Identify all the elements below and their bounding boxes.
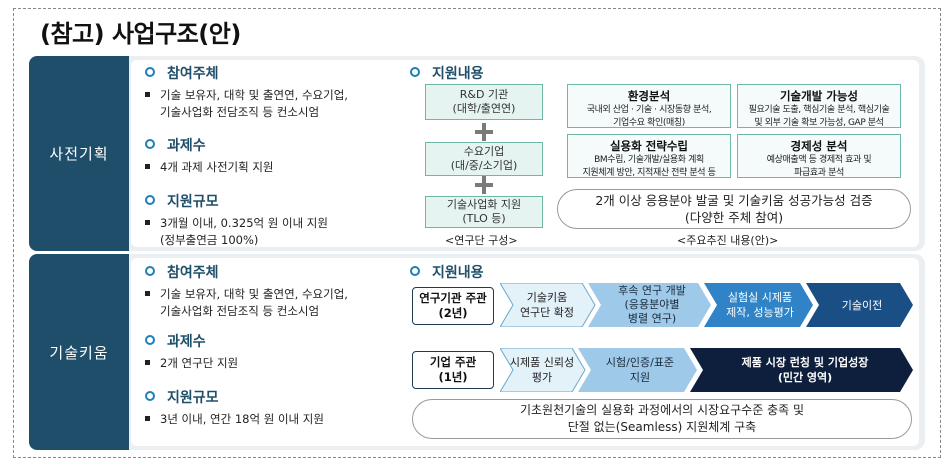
section-tab-prep: 사전기획	[29, 56, 129, 251]
square-bullet-icon	[145, 360, 150, 365]
flow1-step1-shape	[500, 283, 596, 327]
card-tech-feasibility: 기술개발 가능성 필요기술 도출, 핵심기술 분석, 핵심기술 및 외부 기술 …	[737, 84, 901, 128]
plus-icon	[475, 176, 493, 194]
team-box-tlo: 기술사업화 지원(TLO 등)	[425, 196, 543, 228]
card-environment: 환경분석 국내외 산업 · 기술 · 시장동향 분석, 기업수요 확인(매칭)	[567, 84, 731, 128]
team-caption: <연구단 구성>	[445, 234, 518, 247]
team-box-company: 수요기업(대/중/소기업)	[425, 142, 543, 176]
content-caption: <주요추진 내용(안)>	[677, 234, 779, 247]
page-title: (참고) 사업구조(안)	[40, 20, 241, 48]
card-strategy: 실용화 전략수립 BM수립, 기술개발/실용화 계획 지원체계 방안, 지적재산…	[567, 134, 731, 178]
circle-bullet-icon	[145, 391, 155, 401]
grow-tasks: 과제수 2개 연구단 지원	[145, 331, 238, 372]
prep-participants: 참여주체 기술 보유자, 대학 및 출연연, 수요기업, 기술사업화 전담조직 …	[145, 63, 348, 121]
circle-bullet-icon	[145, 266, 155, 276]
square-bullet-icon	[145, 291, 150, 296]
team-box-rnd: R&D 기관(대학/출연연)	[425, 84, 543, 120]
square-bullet-icon	[145, 220, 150, 225]
grow-participants: 참여주체 기술 보유자, 대학 및 출연연, 수요기업, 기술사업화 전담조직 …	[145, 262, 348, 320]
circle-bullet-icon	[145, 139, 155, 149]
prep-support-heading: 지원내용	[410, 63, 484, 83]
prep-goal-pill: 2개 이상 응용분야 발굴 및 기술키움 성공가능성 검증(다양한 주체 참여)	[557, 189, 911, 229]
flow2-arrows	[500, 348, 913, 392]
flow1-step3-shape	[704, 283, 813, 327]
square-bullet-icon	[145, 416, 150, 421]
square-bullet-icon	[145, 92, 150, 97]
flow1-arrows	[500, 283, 913, 327]
square-bullet-icon	[145, 164, 150, 169]
plus-icon	[475, 123, 493, 141]
card-economics: 경제성 분석 예상매출액 등 경제적 효과 및 파급효과 분석	[737, 134, 901, 178]
prep-tasks: 과제수 4개 과제 사전기획 지원	[145, 135, 274, 176]
circle-bullet-icon	[145, 195, 155, 205]
flow1-step2-shape	[588, 283, 711, 327]
flow2-step3-shape	[690, 348, 913, 392]
prep-scale: 지원규모 3개월 이내, 0.325억 원 이내 지원 (정부출연금 100%)	[145, 191, 328, 249]
flow2-step1-shape	[500, 348, 586, 392]
section-tab-grow: 기술키움	[29, 254, 129, 450]
circle-bullet-icon	[145, 335, 155, 345]
grow-support-heading: 지원내용	[410, 262, 484, 282]
flow2-step3: 제품 시장 런칭 및 기업성장(민간 영역)	[741, 356, 869, 384]
flow2-step2-shape	[578, 348, 697, 392]
flow1-owner-label: 연구기관 주관(2년)	[412, 287, 494, 325]
flow1-step4: 기술이전	[841, 298, 883, 312]
circle-bullet-icon	[410, 67, 420, 77]
grow-scale: 지원규모 3년 이내, 연간 18억 원 이내 지원	[145, 387, 324, 428]
circle-bullet-icon	[410, 266, 420, 276]
circle-bullet-icon	[145, 67, 155, 77]
flow1-step4-shape	[806, 283, 913, 327]
page-frame	[13, 8, 941, 458]
flow2-owner-label: 기업 주관(1년)	[412, 351, 494, 389]
